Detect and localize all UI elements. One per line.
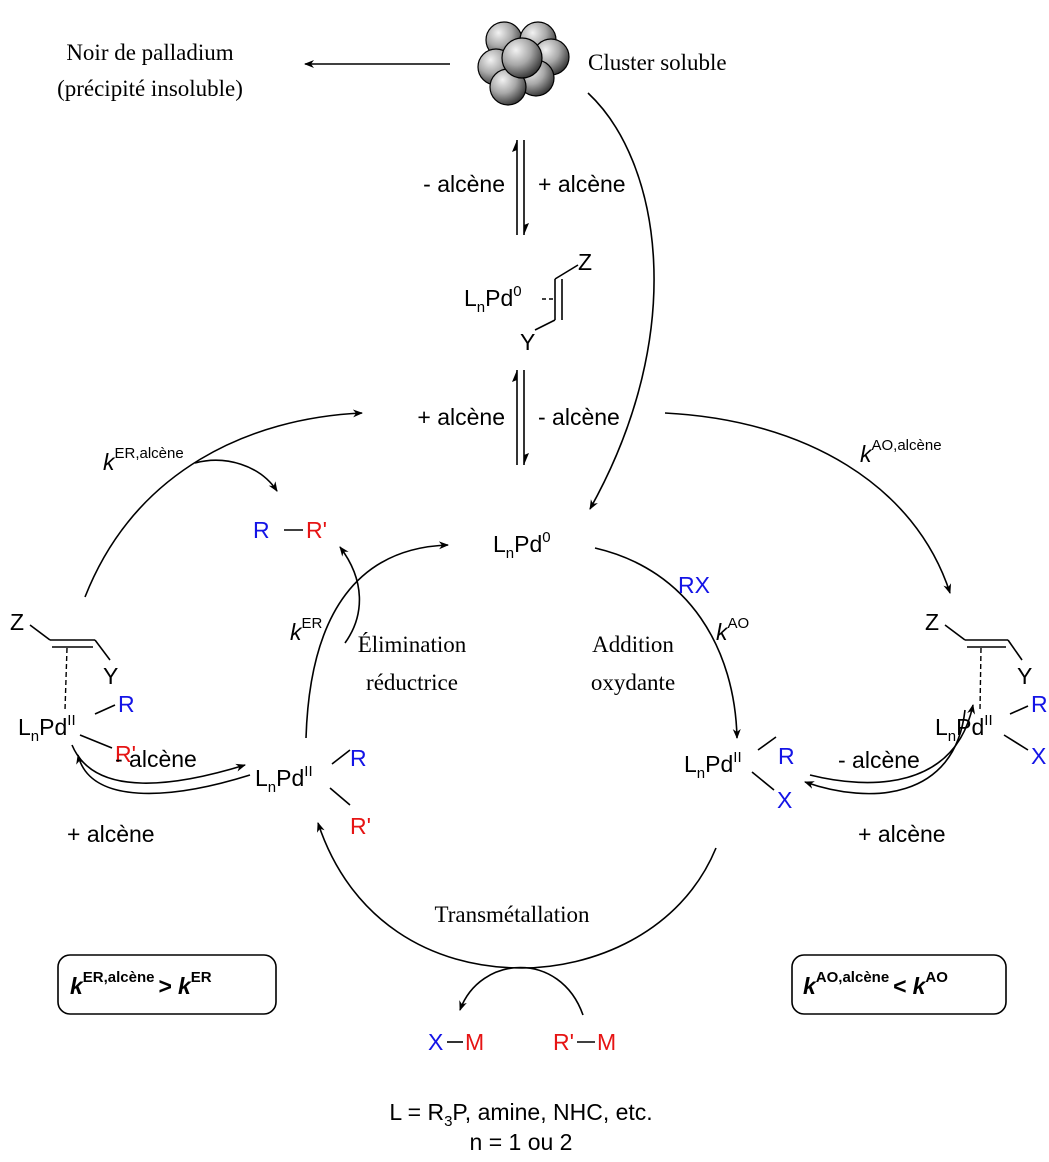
svg-text:M: M: [465, 1029, 484, 1055]
svg-text:R: R: [778, 743, 795, 769]
cluster-spheres-icon: [477, 21, 570, 106]
r-prime-m-species: R' M: [553, 1029, 616, 1055]
svg-text:R': R': [553, 1029, 574, 1055]
oxidative-label-line1: Addition: [592, 632, 674, 657]
k-er-product-arrow: [339, 546, 361, 644]
svg-text:R: R: [1031, 691, 1048, 717]
pd2-r-x: LnPdII R X: [684, 736, 795, 813]
k-er-alkene-product-arrow: [194, 459, 278, 492]
svg-text:LnPd0: LnPd0: [464, 283, 522, 316]
upper-plus-alkene: + alcène: [538, 171, 626, 197]
transmetallation-label: Transmétallation: [434, 902, 590, 927]
svg-text:kAO,alcène<kAO: kAO,alcène<kAO: [803, 969, 948, 999]
upper-minus-alkene: - alcène: [423, 171, 505, 197]
svg-text:R: R: [118, 691, 135, 717]
reductive-label-line1: Élimination: [358, 632, 467, 657]
transmetallation-arrow: [317, 822, 717, 969]
svg-text:R': R': [115, 741, 136, 767]
pd0-z-label: Z: [578, 249, 592, 275]
k-ao-alkene-label: kAO,alcène: [860, 437, 942, 467]
svg-text:Z: Z: [925, 609, 939, 635]
svg-text:LnPdII: LnPdII: [684, 749, 742, 782]
k-ao-label: kAO: [716, 615, 749, 645]
svg-text:Y: Y: [1017, 663, 1032, 689]
lower-equilibrium-arrows: [512, 370, 529, 465]
oxidative-addition-arrow: [594, 547, 741, 739]
svg-text:X: X: [428, 1029, 443, 1055]
footer-line1: L = R3P, amine, NHC, etc.: [389, 1099, 652, 1130]
pd0-alkene-complex: LnPd0 Z Y: [464, 249, 592, 355]
product-r-r-prime: R R': [253, 517, 327, 543]
svg-text:R': R': [306, 517, 327, 543]
right-pd2-alkene-complex: Z Y LnPdII R X: [925, 609, 1048, 769]
svg-text:LnPdII: LnPdII: [255, 763, 313, 796]
k-er-alkene-label: kER,alcène: [103, 445, 184, 475]
reductive-elimination-arrow: [305, 541, 449, 739]
svg-text:R: R: [253, 517, 270, 543]
left-outer-arc: [84, 409, 363, 598]
svg-text:X: X: [777, 787, 792, 813]
reductive-label-line2: réductrice: [366, 670, 458, 695]
svg-text:Y: Y: [103, 663, 118, 689]
oxidative-label-line2: oxydante: [591, 670, 675, 695]
svg-text:X: X: [1031, 743, 1046, 769]
pd0-y-label: Y: [520, 329, 535, 355]
right-eq-arrow-forward: [809, 704, 976, 784]
rx-label: RX: [678, 572, 710, 598]
svg-text:LnPdII: LnPdII: [18, 712, 76, 745]
center-pd0: LnPd0: [493, 529, 551, 562]
comparison-box-right: kAO,alcène<kAO: [791, 954, 1007, 1015]
upper-equilibrium-arrows: [512, 140, 529, 235]
left-eq-arrow-back: [76, 754, 251, 795]
svg-text:M: M: [597, 1029, 616, 1055]
left-pd2-alkene-complex: Z Y LnPdII R R': [10, 609, 136, 767]
right-outer-arc: [664, 412, 952, 594]
x-m-species: X M: [428, 1029, 484, 1055]
left-plus-alkene: + alcène: [67, 821, 155, 847]
xm-release-arrow: [459, 966, 584, 1016]
cluster-label: Cluster soluble: [588, 50, 727, 75]
k-er-label: kER: [290, 615, 323, 645]
footer-line2: n = 1 ou 2: [470, 1129, 573, 1155]
svg-text:R': R': [350, 813, 371, 839]
cluster-to-pd0-arrow: [587, 92, 655, 510]
comparison-box-left: kER,alcène>kER: [57, 954, 277, 1015]
pd2-r-r-prime: LnPdII R R': [255, 745, 371, 839]
lower-plus-alkene: + alcène: [417, 404, 505, 430]
svg-text:kER,alcène>kER: kER,alcène>kER: [70, 969, 212, 999]
lower-minus-alkene: - alcène: [538, 404, 620, 430]
right-minus-alkene: - alcène: [838, 747, 920, 773]
noir-label-line1: Noir de palladium: [66, 40, 233, 65]
noir-label-line2: (précipité insoluble): [57, 76, 243, 101]
svg-text:R: R: [350, 745, 367, 771]
right-eq-arrow-back: [804, 709, 966, 795]
svg-text:LnPdII: LnPdII: [935, 712, 993, 745]
svg-text:Z: Z: [10, 609, 24, 635]
left-minus-alkene: - alcène: [115, 746, 197, 772]
right-plus-alkene: + alcène: [858, 821, 946, 847]
